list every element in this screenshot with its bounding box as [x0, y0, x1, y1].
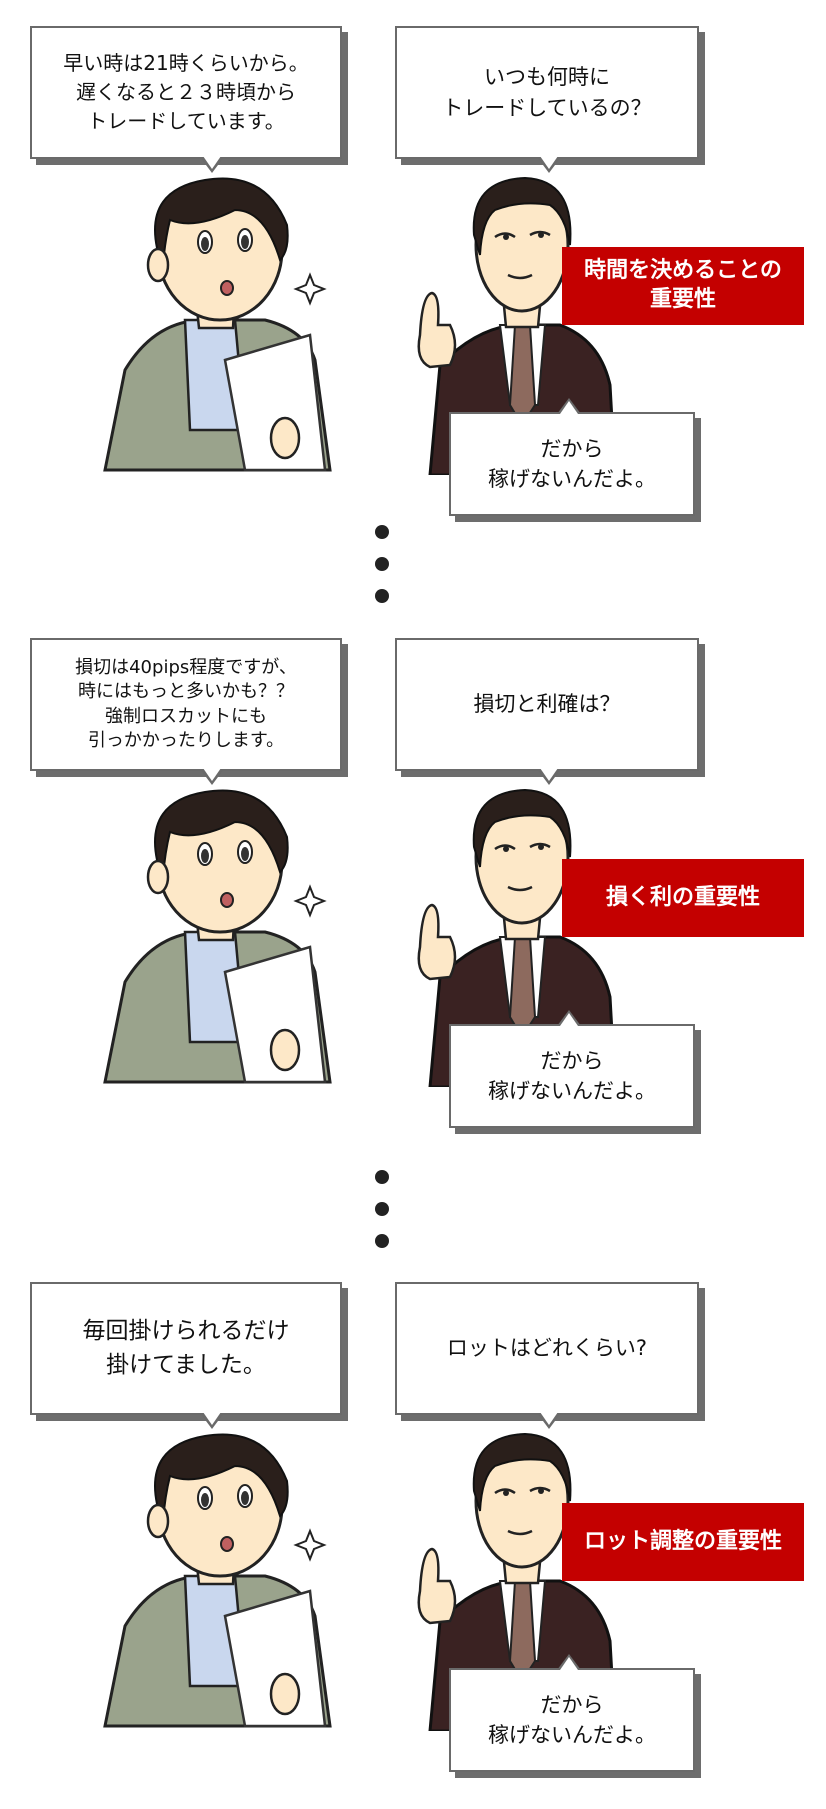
- bubble-line: 損切は40pips程度ですが、: [75, 656, 297, 678]
- bubble-line: 強制ロスカットにも: [105, 705, 267, 727]
- topic-label: 損く利の重要性: [562, 859, 804, 937]
- bubble-line: ロットはどれくらい?: [446, 1336, 648, 1361]
- mentor-speech-bubble: いつも何時に トレードしているの？: [395, 26, 699, 173]
- bubble-line: 稼げないんだよ。: [488, 467, 656, 491]
- mentor-reply-bubble: だから 稼げないんだよ。: [449, 1654, 695, 1772]
- student-figure: [103, 176, 332, 472]
- topic-label-line: 損く利の重要性: [605, 884, 760, 910]
- bubble-line: 損切と利確は？: [473, 692, 621, 717]
- mentor-speech-bubble: 損切と利確は？: [395, 638, 699, 785]
- comic-panel-3: 毎回掛けられるだけ 掛けてました。 ロットはどれくらい? ロット調整の重要性 だ…: [0, 1256, 826, 1786]
- ellipsis-dots: [372, 1170, 392, 1266]
- student-figure: [103, 788, 332, 1084]
- bubble-line: だから: [540, 1048, 604, 1073]
- bubble-line: 時にはもっと多いかも？？: [78, 681, 294, 703]
- bubble-line: だから: [540, 1692, 604, 1717]
- dot: [375, 1170, 389, 1184]
- topic-label-line: 重要性: [649, 287, 716, 312]
- bubble-line: 引っかかったりします。: [87, 729, 285, 751]
- comic-panel-2: 損切は40pips程度ですが、 時にはもっと多いかも？？ 強制ロスカットにも 引…: [0, 612, 826, 1142]
- ellipsis-dots: [372, 525, 392, 621]
- student-figure: [103, 1432, 332, 1728]
- student-speech-bubble: 毎回掛けられるだけ 掛けてました。: [30, 1282, 342, 1429]
- dot: [375, 589, 389, 603]
- topic-label-line: 時間を決めることの: [584, 258, 782, 284]
- bubble-line: 稼げないんだよ。: [488, 1723, 656, 1747]
- dot: [375, 1202, 389, 1216]
- mentor-reply-bubble: だから 稼げないんだよ。: [449, 398, 695, 516]
- student-speech-bubble: 早い時は21時くらいから。 遅くなると２３時頃から トレードしています。: [30, 26, 342, 173]
- topic-label-line: ロット調整の重要性: [583, 1528, 782, 1554]
- dot: [375, 1234, 389, 1248]
- student-speech-bubble: 損切は40pips程度ですが、 時にはもっと多いかも？？ 強制ロスカットにも 引…: [30, 638, 342, 785]
- bubble-line: 早い時は21時くらいから。: [63, 51, 309, 75]
- topic-label: 時間を決めることの 重要性: [562, 247, 804, 325]
- bubble-line: トレードしているの？: [442, 95, 652, 120]
- bubble-line: 遅くなると２３時頃から: [76, 80, 296, 104]
- topic-label: ロット調整の重要性: [562, 1503, 804, 1581]
- comic-panel-1: 早い時は21時くらいから。 遅くなると２３時頃から トレードしています。 いつも…: [0, 0, 826, 530]
- dot: [375, 557, 389, 571]
- bubble-line: 毎回掛けられるだけ: [82, 1318, 290, 1345]
- bubble-line: いつも何時に: [484, 65, 610, 90]
- bubble-line: 掛けてました。: [106, 1351, 266, 1378]
- bubble-line: 稼げないんだよ。: [488, 1079, 656, 1103]
- mentor-reply-bubble: だから 稼げないんだよ。: [449, 1010, 695, 1128]
- dot: [375, 525, 389, 539]
- bubble-line: トレードしています。: [87, 109, 285, 133]
- bubble-line: だから: [540, 436, 604, 461]
- mentor-speech-bubble: ロットはどれくらい?: [395, 1282, 699, 1429]
